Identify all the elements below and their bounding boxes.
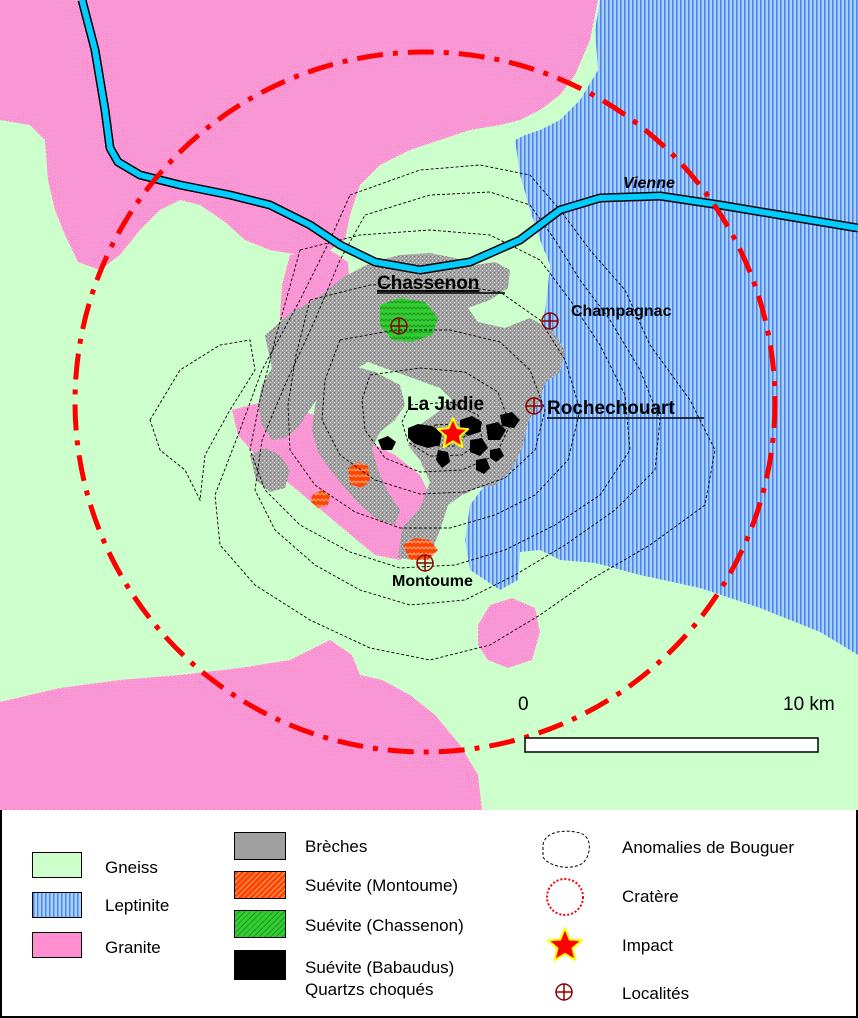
granite-area-south [0,640,482,810]
legend-label-gneiss: Gneiss [105,858,158,877]
legend-impact-star-icon [547,927,583,962]
legend-swatch-suevite-babaudus [234,950,286,980]
suevite-babaudus-area-4 [486,422,506,440]
legend-label-quartzs-choques: Quartzs choqués [305,980,434,999]
legend-label-suevite-montoume: Suévite (Montoume) [305,876,459,895]
label-chassenon: Chassenon [377,273,479,294]
breccia-area-ring [312,365,405,525]
scale-bar [524,737,819,753]
rochechouart-impact-map: Chassenon Champagnac La Judie Rochechoua… [0,0,858,810]
suevite-montoume-area-3 [403,538,438,560]
scale-label-end: 10 km [783,694,835,715]
scale-label-start: 0 [518,694,529,715]
legend-locality-icon [555,983,573,1001]
suevite-babaudus-area-5 [500,412,520,428]
legend-label-suevite-chassenon: Suévite (Chassenon) [305,916,464,935]
legend-swatch-granite [32,932,82,958]
suevite-montoume-area-2 [311,490,330,508]
locality-marker-montoume [416,554,434,572]
legend-label-leptinite: Leptinite [105,896,170,915]
crater-rim [72,49,778,755]
label-champagnac: Champagnac [571,303,672,320]
legend-label-impact: Impact [622,936,674,955]
suevite-montoume-area-1 [348,462,370,488]
suevite-babaudus-area-2 [378,436,396,450]
label-montoume: Montoume [392,573,473,590]
locality-marker-chassenon [390,317,408,335]
legend-swatch-leptinite [32,892,82,918]
suevite-babaudus-area-7 [436,450,450,468]
locality-marker-rochechouart [525,397,543,415]
legend-label-breches: Brèches [305,837,368,856]
legend-swatch-gneiss [32,852,82,878]
breccia-area-main [258,253,565,560]
suevite-babaudus-area-9 [490,448,504,462]
suevite-babaudus-area-1 [408,424,442,448]
vienne-river-water [79,0,858,273]
legend-crater-icon [546,878,584,916]
legend-bouguer-contour-icon [542,830,590,868]
label-vienne: Vienne [623,175,675,192]
legend-swatch-suevite-montoume [234,871,286,899]
legend-label-granite: Granite [105,938,161,957]
map-legend: Gneiss Leptinite Granite Brèches Suévite… [2,810,856,1016]
leptinite-area [465,0,858,655]
legend-swatch-suevite-chassenon [234,910,286,938]
legend-label-anomalies: Anomalies de Bouguer [622,838,795,857]
legend-label-cratere: Cratère [622,887,679,906]
label-rochechouart: Rochechouart [547,398,675,419]
legend-swatch-breches [234,832,286,860]
suevite-babaudus-area-6 [470,438,488,456]
label-la-judie: La Judie [407,394,484,415]
suevite-chassenon-area [380,298,438,342]
legend-label-localites: Localités [622,984,690,1003]
locality-marker-champagnac [541,312,559,330]
granite-area-north [0,0,598,270]
granite-area-south-blob [478,598,540,668]
impact-star-icon [436,417,470,449]
breccia-area-west [250,448,290,492]
legend-label-suevite-babaudus: Suévite (Babaudus) [305,958,455,977]
